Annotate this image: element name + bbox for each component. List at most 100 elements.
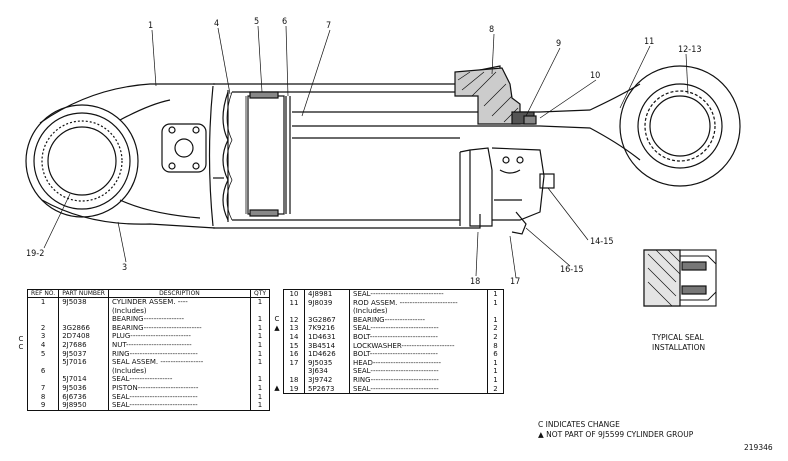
row-ref: 9: [27, 401, 60, 411]
row-qty: 6: [493, 350, 498, 359]
row-part-number: 5J7014: [58, 375, 109, 384]
row-description: SEAL-----------------------------: [349, 289, 488, 299]
callout-12-13: 12-13: [678, 45, 702, 55]
table-row: (Includes): [283, 307, 504, 316]
row-qty: 1: [493, 315, 498, 324]
row-description: RING---------------------------: [349, 375, 488, 385]
cylinder-head-gland: [454, 67, 537, 125]
row-qty: 8: [493, 341, 498, 350]
cylinder-head-lower: [459, 147, 555, 235]
header-part-number: PART NUMBER: [58, 289, 109, 298]
callout-9: 9: [556, 39, 561, 49]
row-part-number: 4J8981: [304, 289, 350, 299]
row-qty: 1: [493, 367, 498, 376]
change-mark: C: [18, 335, 24, 343]
cylinder-head-eye: [25, 83, 216, 229]
row-description: BOLT---------------------------: [349, 350, 488, 359]
row-part-number: 9J5035: [304, 358, 350, 368]
row-part-number: 3B4514: [304, 341, 350, 351]
row-qty: 1: [493, 375, 498, 384]
mounting-flange: [161, 123, 207, 173]
row-ref: 2: [27, 323, 60, 333]
row-part-number: [58, 366, 109, 376]
row-ref: [27, 358, 60, 367]
seal-caption-line1: TYPICAL SEAL: [652, 333, 704, 342]
change-mark: C: [18, 343, 24, 351]
row-part-number: 9J5038: [58, 297, 109, 307]
row-qty: 1: [257, 358, 263, 367]
row-ref: 15: [283, 341, 305, 351]
row-part-number: 3J9742: [304, 375, 350, 385]
not-part-mark: ▲: [274, 324, 280, 332]
header-ref: REF NO.: [27, 289, 60, 298]
row-ref: 1: [27, 297, 60, 307]
row-qty: 1: [257, 349, 263, 358]
row-ref: 11: [283, 298, 305, 308]
row-description: LOCKWASHER---------------------: [349, 341, 488, 351]
leader-lines: [43, 25, 689, 279]
row-part-number: 7K9216: [304, 324, 350, 333]
row-description: SEAL---------------------------: [349, 367, 488, 376]
row-part-number: 1D4631: [304, 332, 350, 342]
figure-number: 219346: [744, 443, 773, 452]
row-ref: 8: [27, 392, 60, 402]
callout-5: 5: [254, 17, 259, 27]
row-qty: [488, 307, 504, 316]
row-ref: 13: [283, 324, 305, 333]
row-description: PLUG------------------------: [108, 332, 251, 341]
row-qty: 1: [257, 340, 263, 349]
row-ref: 5: [27, 349, 60, 359]
table-header-row: REF NO. PART NUMBER DESCRIPTION QTY: [27, 289, 270, 298]
header-description: DESCRIPTION: [108, 289, 251, 298]
row-description: BEARING-----------------------: [108, 323, 251, 333]
row-ref: 4: [27, 340, 60, 350]
callout-16-15: 16-15: [560, 265, 584, 275]
row-description: (Includes): [108, 306, 251, 316]
row-description: SEAL---------------------------: [349, 384, 488, 394]
row-description: BEARING----------------: [108, 315, 251, 324]
row-ref: 10: [283, 289, 305, 299]
seal-installation-detail: [643, 249, 717, 307]
row-description: CYLINDER ASSEM. ----: [108, 297, 251, 307]
row-part-number: 9J8039: [304, 298, 350, 308]
row-part-number: 9J8950: [58, 401, 109, 411]
row-description: SEAL---------------------------: [349, 324, 488, 333]
table-row: (Includes): [27, 306, 270, 316]
callout-18: 18: [470, 277, 480, 287]
row-qty: [250, 307, 269, 316]
row-part-number: 3G2867: [304, 315, 350, 325]
row-ref: 14: [283, 332, 305, 342]
row-part-number: 9J5036: [58, 383, 109, 393]
row-ref: [27, 375, 60, 384]
row-part-number: [58, 306, 109, 316]
row-description: SEAL ASSEM. -----------------: [108, 358, 251, 367]
piston: [247, 91, 291, 217]
row-qty: 1: [257, 383, 263, 392]
row-qty: 1: [257, 298, 263, 306]
row-ref: [27, 315, 60, 324]
row-qty: 1: [257, 392, 263, 401]
change-mark: C: [274, 315, 280, 323]
row-qty: 1: [257, 332, 263, 341]
row-part-number: 3J634: [304, 367, 350, 376]
row-part-number: [58, 315, 109, 324]
callout-10: 10: [590, 71, 600, 81]
row-description: (Includes): [108, 366, 251, 376]
row-ref: [283, 367, 305, 376]
seal-caption: TYPICAL SEAL INSTALLATION: [652, 333, 705, 353]
not-part-mark: ▲: [274, 384, 280, 392]
row-qty: 1: [493, 290, 498, 298]
